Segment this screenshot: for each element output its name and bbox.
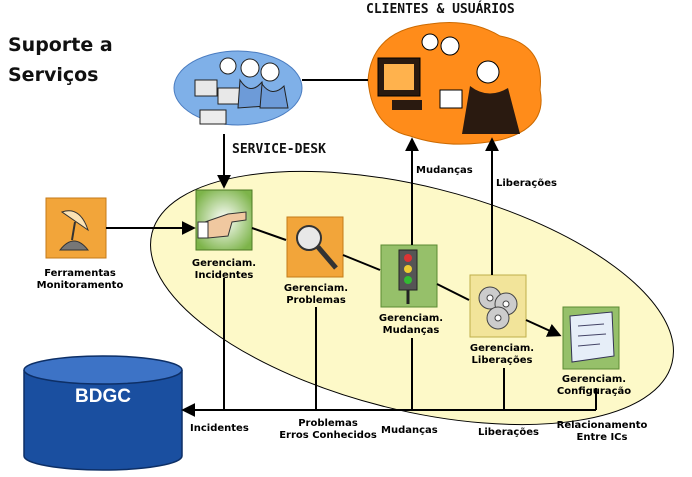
incidents-label-line1: Gerenciam.	[191, 258, 257, 269]
incident-management-icon	[195, 189, 253, 251]
changes-label-line1: Gerenciam.	[378, 313, 444, 324]
title-line-1: Suporte a	[8, 34, 113, 56]
clients-users-label: CLIENTES & USUÁRIOS	[366, 2, 515, 17]
monitoring-tools-icon	[45, 197, 107, 259]
release-management-icon	[469, 274, 527, 338]
flow-label-relation-line1: Relacionamento	[556, 420, 648, 431]
service-desk-icon	[173, 50, 303, 126]
incidents-label-line2: Incidentes	[194, 270, 254, 281]
flow-label-changes: Mudanças	[381, 425, 438, 436]
flow-label-releases: Liberações	[478, 427, 539, 438]
monitoring-label-line1: Ferramentas	[44, 268, 116, 279]
bdgc-database-icon	[23, 355, 183, 471]
flow-label-problems: Problemas Erros Conhecidos	[278, 418, 378, 442]
flow-label-up-changes: Mudanças	[416, 165, 473, 176]
flow-label-up-releases: Liberações	[496, 178, 557, 189]
clients-users-icon	[367, 22, 542, 145]
flow-label-problems-line1: Problemas	[298, 418, 358, 429]
flow-label-ic-relationship: Relacionamento Entre ICs	[552, 420, 652, 444]
configuration-management-label: Gerenciam. Configuração	[548, 374, 640, 398]
title-line-2: Serviços	[8, 64, 99, 86]
flow-label-problems-line2: Erros Conhecidos	[279, 430, 377, 441]
releases-label-line1: Gerenciam.	[469, 343, 535, 354]
flow-label-relation-line2: Entre ICs	[576, 432, 628, 443]
configuration-label-line2: Configuração	[556, 386, 632, 397]
change-management-label: Gerenciam. Mudanças	[369, 313, 453, 337]
changes-label-line2: Mudanças	[382, 325, 440, 336]
problem-management-icon	[286, 216, 344, 278]
flow-label-incidents: Incidentes	[190, 423, 249, 434]
release-management-label: Gerenciam. Liberações	[460, 343, 544, 367]
configuration-management-icon	[562, 306, 620, 370]
monitoring-label: Ferramentas Monitoramento	[36, 268, 124, 292]
bdgc-label: BDGC	[75, 386, 131, 407]
page-title: Suporte a Serviços	[8, 30, 113, 90]
flow-lines	[106, 79, 597, 417]
monitoring-label-line2: Monitoramento	[36, 280, 124, 291]
incident-management-label: Gerenciam. Incidentes	[182, 258, 266, 282]
problems-label-line2: Problemas	[286, 295, 346, 306]
service-desk-label: SERVICE-DESK	[232, 142, 326, 157]
change-management-icon	[380, 244, 438, 308]
configuration-label-line1: Gerenciam.	[561, 374, 627, 385]
releases-label-line2: Liberações	[471, 355, 533, 366]
problems-label-line1: Gerenciam.	[283, 283, 349, 294]
problem-management-label: Gerenciam. Problemas	[274, 283, 358, 307]
